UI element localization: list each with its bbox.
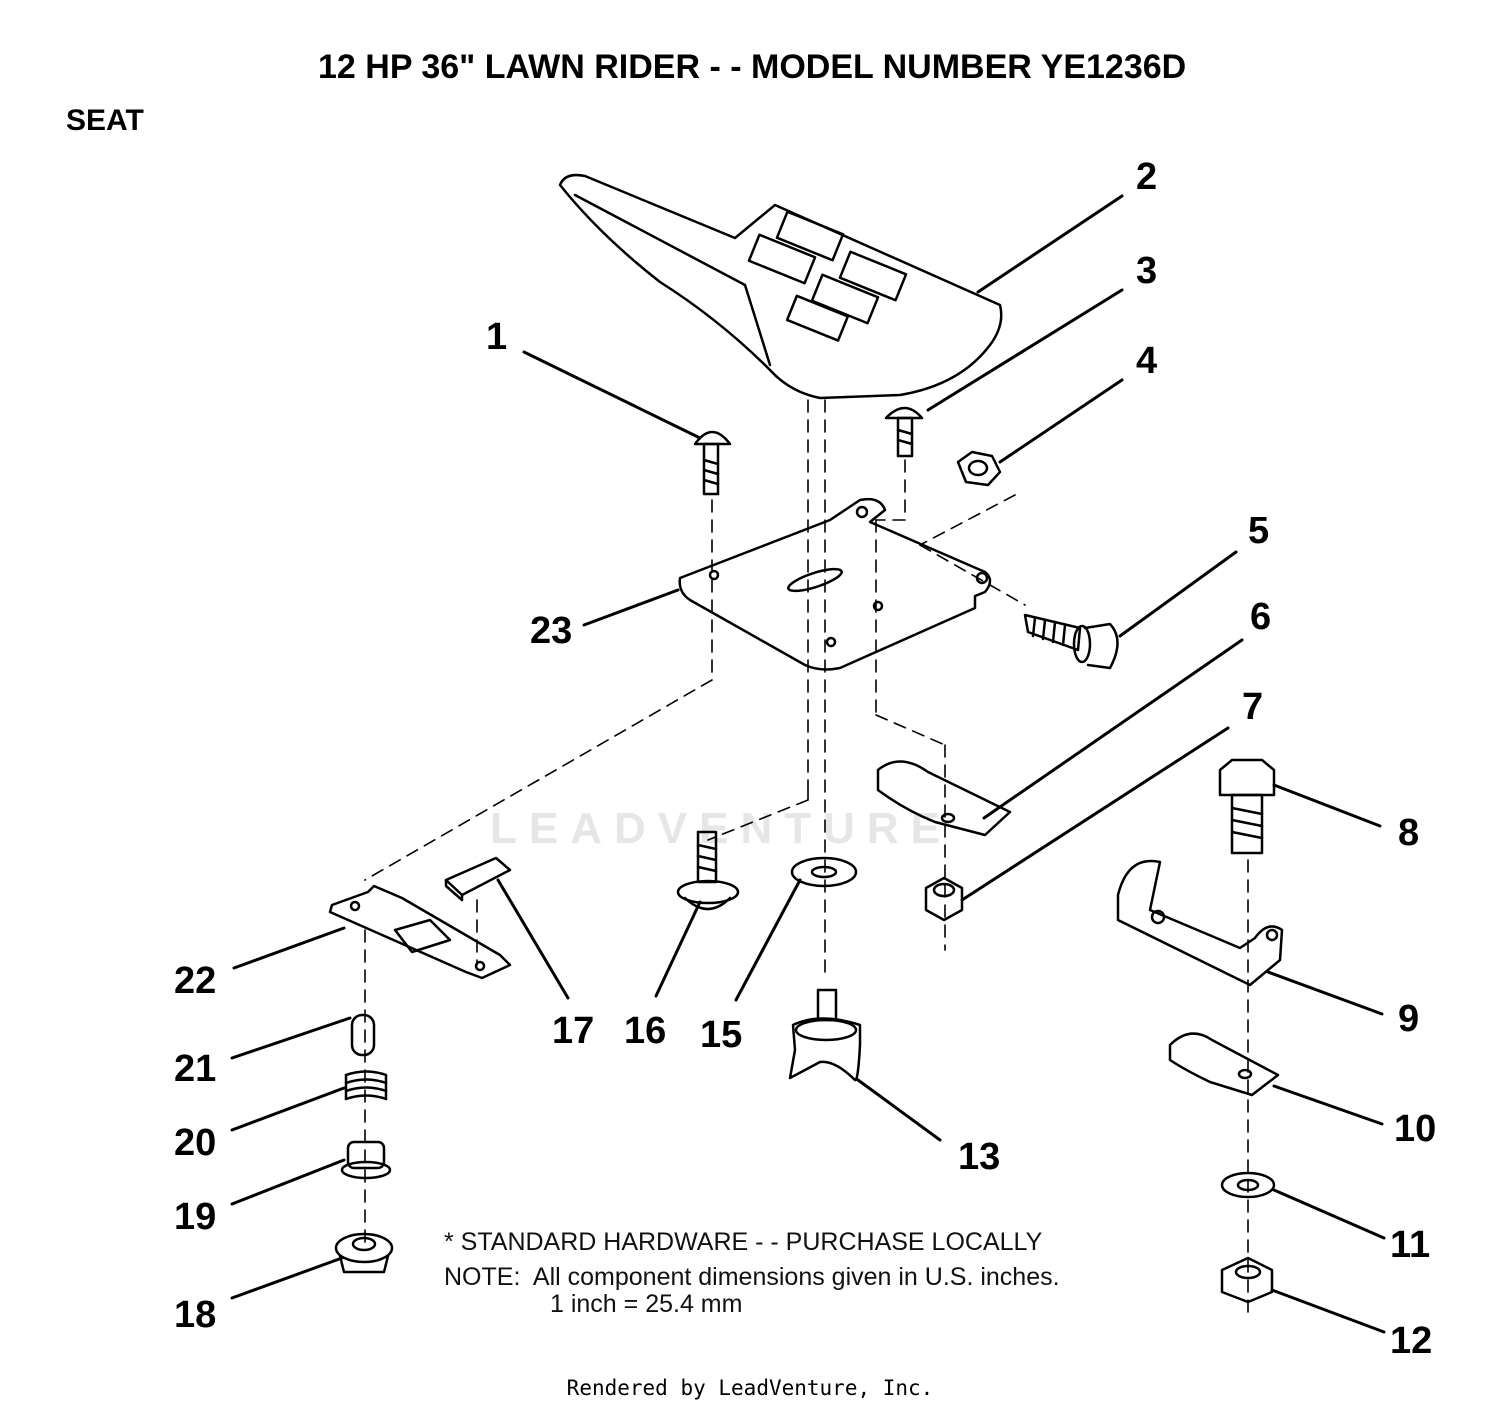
leader-lines — [230, 194, 1386, 1334]
seat-pan — [678, 497, 992, 671]
callout-21: 21 — [174, 1048, 217, 1090]
callout-18: 18 — [174, 1294, 217, 1336]
flange-bolt — [676, 830, 740, 911]
washer — [790, 856, 858, 888]
callout-11: 11 — [1390, 1224, 1431, 1266]
callout-3: 3 — [1136, 250, 1158, 292]
bushing — [340, 1140, 392, 1180]
callout-7: 7 — [1242, 686, 1264, 728]
callout-12: 12 — [1390, 1320, 1433, 1362]
footer-credit: Rendered by LeadVenture, Inc. — [566, 1376, 934, 1400]
dimensions-note: NOTE: All component dimensions given in … — [444, 1263, 1060, 1291]
callout-23: 23 — [530, 610, 573, 652]
carriage-bolt — [693, 430, 732, 496]
slide-plate — [328, 884, 512, 980]
nut — [956, 450, 1002, 487]
lock-nut — [1220, 1256, 1274, 1304]
callout-8: 8 — [1398, 812, 1420, 854]
callout-1: 1 — [486, 316, 508, 358]
callout-6: 6 — [1250, 596, 1272, 638]
callout-22: 22 — [174, 960, 217, 1002]
callout-5: 5 — [1248, 510, 1270, 552]
callout-19: 19 — [174, 1196, 217, 1238]
lock-nut — [924, 876, 964, 922]
screw — [884, 406, 924, 458]
conversion-note: 1 inch = 25.4 mm — [550, 1290, 743, 1318]
spacer-bar — [444, 856, 512, 902]
page-title: 12 HP 36" LAWN RIDER - - MODEL NUMBER YE… — [318, 48, 1187, 86]
clip — [876, 760, 1012, 837]
hex-bolt — [1218, 758, 1276, 855]
bracket — [1116, 859, 1284, 987]
spring — [344, 1070, 388, 1101]
callout-10: 10 — [1394, 1108, 1437, 1150]
washer — [1220, 1171, 1276, 1199]
callout-2: 2 — [1136, 156, 1158, 198]
knob — [788, 988, 862, 1082]
hardware-note: * STANDARD HARDWARE - - PURCHASE LOCALLY — [444, 1228, 1043, 1256]
flange-nut — [334, 1232, 394, 1274]
callout-9: 9 — [1398, 998, 1420, 1040]
callout-20: 20 — [174, 1122, 217, 1164]
shoulder-bolt — [1023, 613, 1119, 670]
callout-16: 16 — [624, 1010, 667, 1052]
section-title: SEAT — [66, 104, 144, 137]
pin — [350, 1013, 376, 1057]
seat — [558, 173, 1003, 400]
callout-17: 17 — [552, 1010, 595, 1052]
clip — [1168, 1032, 1280, 1097]
assembly-lines — [364, 399, 1249, 1321]
callout-4: 4 — [1136, 340, 1158, 382]
callout-15: 15 — [700, 1014, 743, 1056]
callout-13: 13 — [958, 1136, 1001, 1178]
